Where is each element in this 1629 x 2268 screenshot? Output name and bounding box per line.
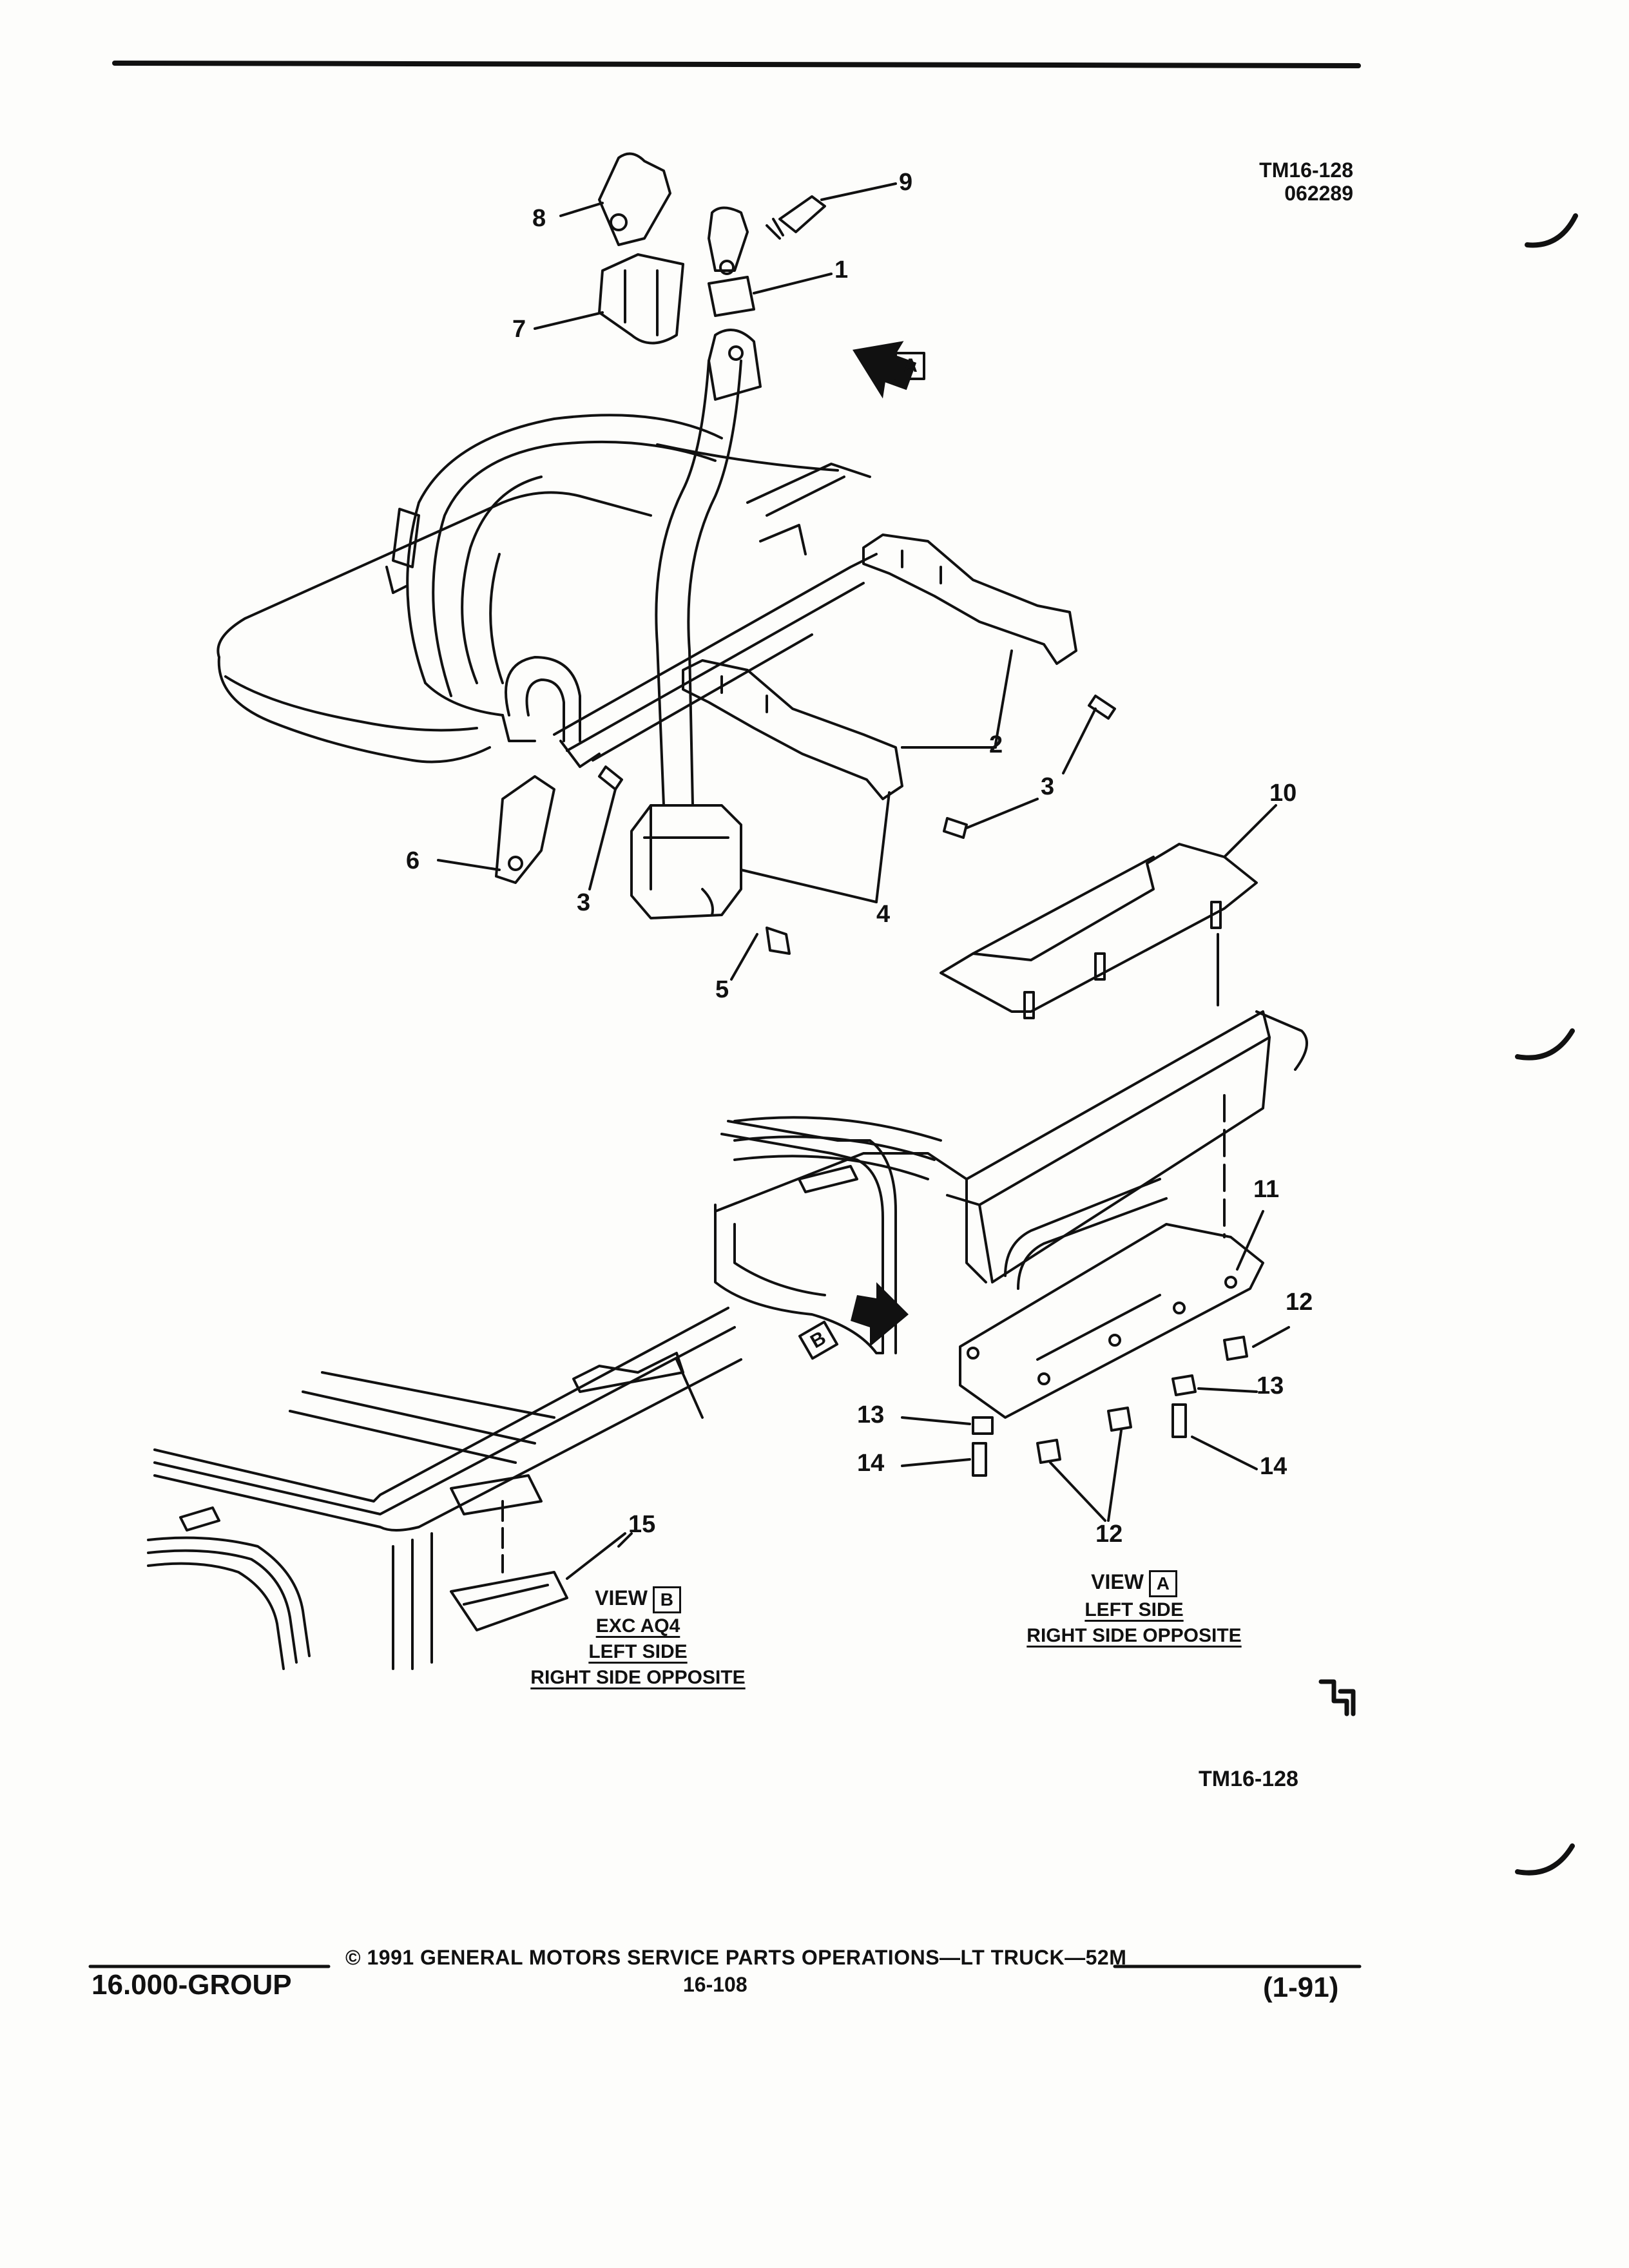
plate-11 — [959, 1210, 1264, 1419]
gm-mark — [1318, 1679, 1356, 1716]
floor-panel-b — [147, 1307, 742, 1670]
view-b-title-text: VIEW — [595, 1586, 648, 1610]
fasteners-12-13-14 — [901, 1326, 1290, 1522]
retractor-4 — [630, 804, 742, 919]
shoulder-belt-loop — [385, 414, 723, 716]
callout-12-right: 12 — [1286, 1289, 1313, 1316]
arrow-a — [853, 341, 917, 399]
callout-2: 2 — [989, 731, 1003, 758]
view-a-line1: LEFT SIDE — [1084, 1599, 1184, 1620]
bolt-9 — [766, 182, 897, 240]
footer-date: (1-91) — [1263, 1972, 1339, 2003]
bracket-10 — [940, 804, 1277, 1019]
callout-3-right: 3 — [1041, 773, 1055, 800]
bottom-figure-code: TM16-128 — [1199, 1767, 1298, 1791]
callout-12-bottom: 12 — [1095, 1521, 1123, 1548]
arrow-b — [851, 1282, 909, 1347]
callout-15: 15 — [628, 1511, 656, 1538]
buckle-1 — [708, 206, 755, 317]
callout-14-right: 14 — [1260, 1453, 1287, 1480]
callout-7: 7 — [512, 316, 526, 343]
callout-11: 11 — [1253, 1176, 1280, 1203]
view-a-box: A — [1148, 1570, 1177, 1597]
guide-6 — [437, 775, 555, 884]
binder-mark-3 — [1515, 1843, 1575, 1876]
callout-9: 9 — [899, 169, 913, 196]
callout-14-left: 14 — [857, 1450, 885, 1477]
callout-3-left: 3 — [577, 889, 591, 916]
footer-page-number: 16-108 — [683, 1973, 747, 1996]
figure-code: TM16-128 — [1259, 159, 1353, 182]
date-code: 062289 — [1284, 182, 1353, 205]
footer-group: 16.000-GROUP — [92, 1969, 292, 2001]
callout-10: 10 — [1269, 780, 1297, 807]
buckle-2-lower — [682, 659, 903, 800]
view-b-box: B — [652, 1586, 681, 1613]
view-b-line2: LEFT SIDE — [588, 1640, 688, 1662]
cover-7 — [534, 253, 684, 345]
footer-copyright: © 1991 GENERAL MOTORS SERVICE PARTS OPER… — [345, 1946, 1127, 1969]
top-rule — [112, 61, 1361, 68]
callout-6: 6 — [406, 847, 420, 874]
bolt-3-left — [588, 765, 623, 890]
callout-13-right: 13 — [1257, 1372, 1284, 1399]
view-b-line3: RIGHT SIDE OPPOSITE — [530, 1666, 746, 1688]
view-b-line1: EXC AQ4 — [595, 1615, 680, 1637]
buckle-2-upper — [862, 533, 1077, 665]
callout-5: 5 — [715, 976, 729, 1003]
belt-guide-6-area — [501, 656, 601, 768]
floor-panel-a — [714, 1010, 1308, 1354]
callout-4: 4 — [876, 901, 891, 928]
arrow-a-box — [894, 352, 925, 380]
callout-8: 8 — [532, 205, 546, 232]
binder-mark-1 — [1525, 213, 1578, 248]
bracket-8 — [559, 152, 671, 246]
bolt-5 — [730, 927, 791, 981]
arrow-a-letter: A — [903, 355, 918, 376]
leaders-2-3-4 — [740, 649, 1116, 903]
arrow-b-box — [798, 1320, 839, 1360]
belt-webbing — [655, 329, 762, 807]
header-codes: TM16-128 062289 — [1224, 159, 1353, 205]
callout-13-left: 13 — [857, 1401, 885, 1428]
view-a-title-text: VIEW — [1091, 1570, 1144, 1593]
body-pillar — [720, 1120, 897, 1354]
callout-1: 1 — [834, 256, 849, 284]
view-a-line2: RIGHT SIDE OPPOSITE — [1027, 1624, 1242, 1646]
binder-mark-2 — [1515, 1028, 1575, 1061]
seat-rails — [553, 463, 878, 762]
